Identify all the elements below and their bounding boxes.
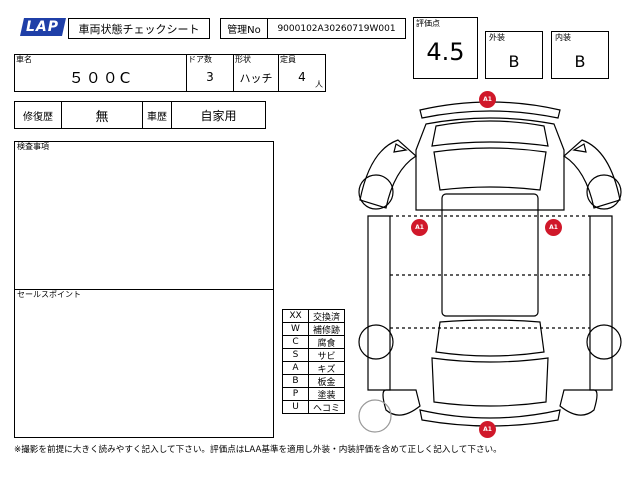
- hood: [431, 120, 549, 147]
- wheel-front-left: [358, 174, 394, 210]
- doors-value: 3: [206, 70, 214, 84]
- rear-bumper: [419, 409, 561, 427]
- usage-value: 自家用: [171, 101, 266, 129]
- left-rear-fender: [382, 389, 421, 416]
- vehicle-name-label: 車名: [16, 55, 32, 64]
- exterior-value: B: [508, 52, 520, 71]
- vehicle-name-value: ５００C: [68, 69, 133, 87]
- right-side-body: [589, 215, 613, 391]
- doors-cell: ドア数 3: [186, 54, 234, 92]
- interior-value: B: [574, 52, 586, 71]
- windshield: [433, 147, 547, 191]
- lap-logo-icon: [20, 18, 66, 36]
- wheel-front-right: [586, 174, 622, 210]
- damage-marker[interactable]: A1: [479, 91, 496, 108]
- damage-marker[interactable]: A1: [411, 219, 428, 236]
- front-bumper: [419, 101, 561, 119]
- capacity-label: 定員: [280, 55, 296, 64]
- car-diagram: [358, 101, 622, 433]
- inspection-box: 検査事項: [14, 141, 274, 290]
- capacity-unit: 人: [315, 80, 323, 89]
- doors-label: ドア数: [188, 55, 212, 64]
- damage-marker[interactable]: A1: [479, 421, 496, 438]
- wheel-rear-right: [586, 324, 622, 360]
- logo-text: LAP: [26, 19, 60, 35]
- wheel-rear-left: [358, 324, 394, 360]
- shape-label: 形状: [235, 55, 251, 64]
- sheet-title: 車両状態チェックシート: [68, 18, 210, 39]
- left-side-body: [367, 215, 391, 391]
- sales-point-box: セールスポイント: [14, 289, 274, 438]
- rear-window: [435, 319, 545, 357]
- rating-box: 評価点 4.5: [413, 17, 478, 79]
- repair-value: 無: [61, 101, 143, 129]
- inspection-label: 検査事項: [17, 142, 49, 151]
- right-mirror: [572, 143, 587, 153]
- interior-label: 内装: [555, 33, 571, 42]
- left-fender: [359, 139, 417, 209]
- rating-value: 4.5: [426, 38, 465, 66]
- fuel-cap-circle: [358, 399, 392, 433]
- interior-box: 内装 B: [551, 31, 609, 79]
- capacity-value: 4: [298, 70, 306, 84]
- capacity-cell: 定員 4 人: [278, 54, 326, 92]
- history-row: 修復歴 無 車歴 自家用: [14, 101, 266, 129]
- logo: LAP: [20, 16, 68, 38]
- shape-value: ハッチ: [239, 72, 273, 85]
- roof: [441, 193, 539, 317]
- mgmt-no-label: 管理No: [221, 19, 268, 38]
- left-mirror: [393, 143, 408, 153]
- right-rear-fender: [559, 389, 598, 416]
- usage-label: 車歴: [142, 101, 172, 129]
- exterior-box: 外装 B: [485, 31, 543, 79]
- rating-label: 評価点: [416, 19, 440, 28]
- car-body-front: [415, 117, 565, 211]
- sales-point-label: セールスポイント: [17, 290, 81, 299]
- right-fender: [563, 139, 621, 209]
- shape-cell: 形状 ハッチ: [233, 54, 279, 92]
- damage-marker[interactable]: A1: [545, 219, 562, 236]
- mgmt-no-row: 管理No 9000102A30260719W001: [220, 18, 406, 39]
- vehicle-name-cell: 車名 ５００C: [14, 54, 187, 92]
- mgmt-no-value: 9000102A30260719W001: [277, 23, 396, 34]
- repair-label: 修復歴: [14, 101, 62, 129]
- footer-note: ※撮影を前提に大きく読みやすく記入して下さい。評価点はLAA基準を適用し外装・内…: [14, 445, 502, 455]
- rear-hatch: [431, 357, 549, 407]
- exterior-label: 外装: [489, 33, 505, 42]
